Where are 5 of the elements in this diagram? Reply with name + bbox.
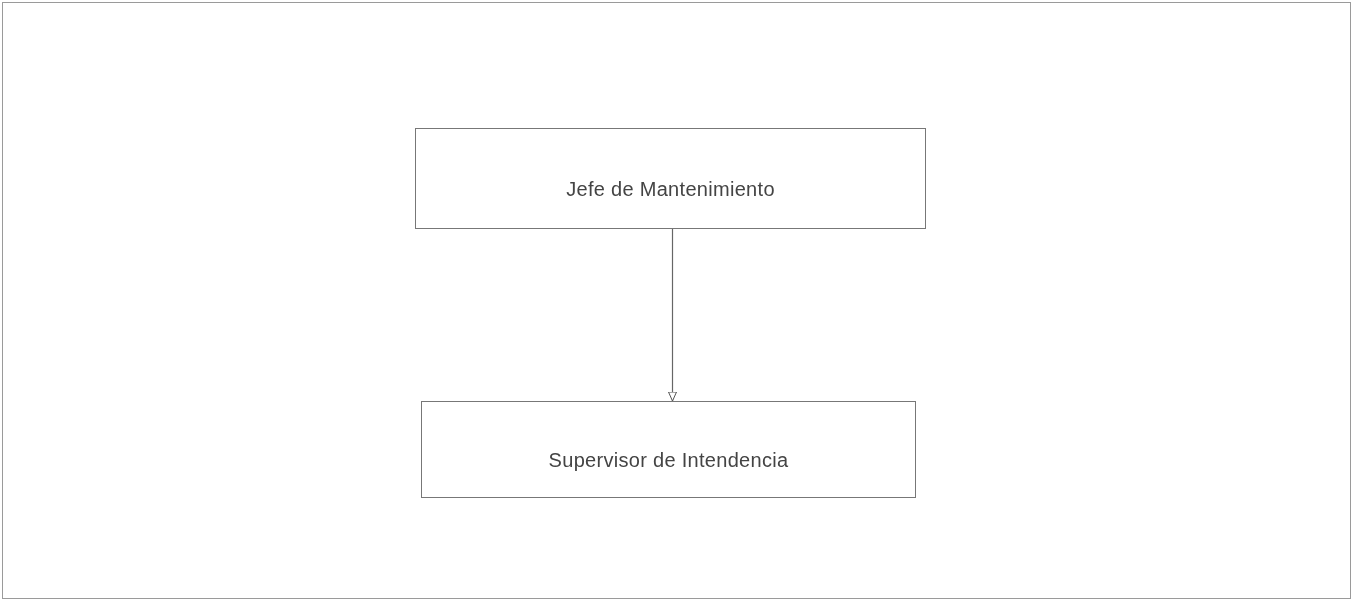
role-title: Supervisor de Intendencia bbox=[548, 449, 789, 472]
arrow bbox=[668, 228, 677, 402]
role-title: Jefe de Mantenimiento bbox=[566, 178, 775, 201]
role-box bbox=[415, 128, 926, 229]
role-box bbox=[421, 401, 916, 498]
